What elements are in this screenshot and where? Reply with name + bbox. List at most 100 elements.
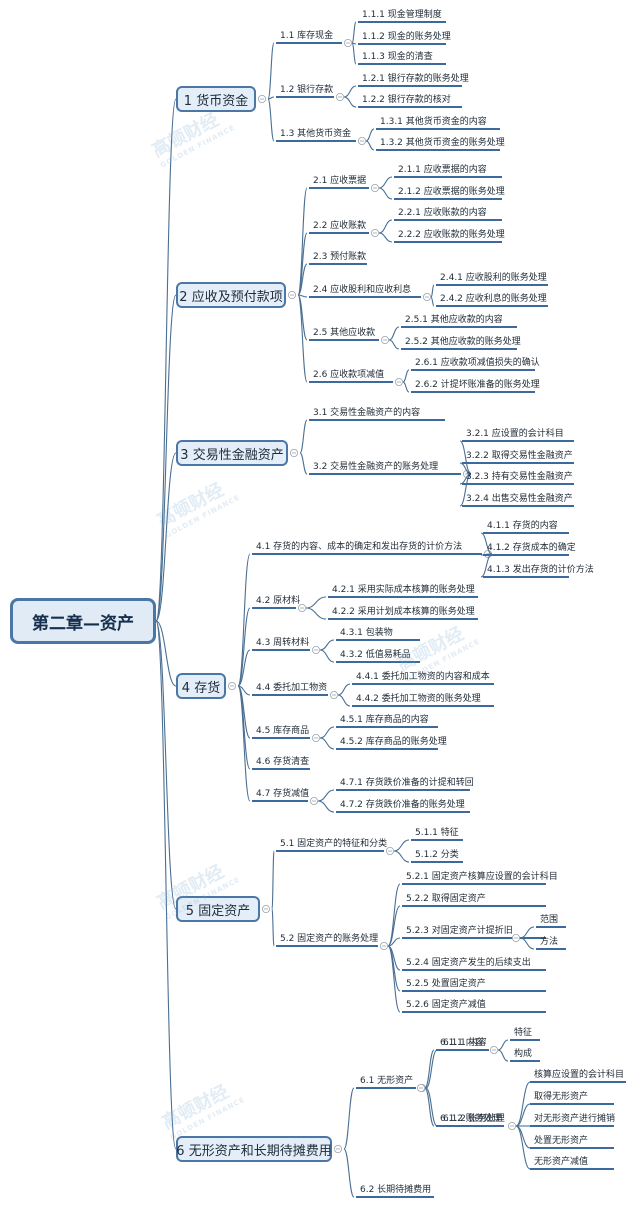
subtopic-node[interactable]: 2.5.1 其他应收款的内容 [405,315,503,325]
topic-node[interactable]: 5.2 固定资产的账务处理 [280,934,379,944]
connector-curve [387,883,401,947]
subtopic-node[interactable]: 3.2.3 持有交易性金融资产 [466,472,573,482]
leaf-node[interactable]: 对无形资产进行摊销 [534,1114,616,1124]
section-node[interactable]: 5 固定资产 [176,896,260,922]
topic-node[interactable]: 2.6 应收款项减值 [313,370,385,380]
connector-curve [267,98,275,142]
connector-curve [155,452,177,622]
subtopic-node[interactable]: 1.1.3 现金的清查 [362,52,433,62]
topic-node[interactable]: 6.1 无形资产 [360,1076,414,1086]
section-node[interactable]: 4 存货 [176,673,226,699]
subtopic-node[interactable]: 5.1.2 分类 [415,850,459,860]
topic-node[interactable]: 4.6 存货清查 [256,757,310,767]
connector-curve [343,1148,355,1198]
subtopic-node[interactable]: 6.1.2 账务处理 [443,1114,505,1124]
subtopic-node[interactable]: 5.2.4 固定资产发生的后续支出 [406,958,531,968]
subtopic-node[interactable]: 5.1.1 特征 [415,828,459,838]
subtopic-node[interactable]: 4.2.1 采用实际成本核算的账务处理 [332,585,475,595]
leaf-node[interactable]: 取得无形资产 [534,1092,589,1102]
section-node[interactable]: 2 应收及预付款项 [176,282,286,308]
subtopic-node[interactable]: 6.1.1 内容 [443,1038,487,1048]
section-node[interactable]: 3 交易性金融资产 [176,440,288,466]
connector-curve [519,937,535,950]
connector-curve [480,532,493,555]
section-node[interactable]: 1 货币资金 [176,86,256,112]
topic-node[interactable]: 4.5 库存商品 [256,726,310,736]
subtopic-node[interactable]: 2.5.2 其他应收款的账务处理 [405,337,521,347]
topic-node[interactable]: 4.4 委托加工物资 [256,683,328,693]
subtopic-node[interactable]: 4.1.3 发出存货的计价方法 [487,565,594,575]
subtopic-node[interactable]: 4.3.2 低值易耗品 [340,650,411,660]
section-node[interactable]: 6 无形资产和长期待摊费用 [176,1136,332,1162]
topic-node[interactable]: 3.2 交易性金融资产的账务处理 [313,462,439,472]
connector-curve [515,1103,531,1127]
topic-node[interactable]: 2.3 预付账款 [313,252,367,262]
connector-curve [430,296,435,307]
subtopic-node[interactable]: 4.1.1 存货的内容 [487,521,558,531]
subtopic-node[interactable]: 6.1.2 账务处理 [440,1114,502,1124]
subtopic-node[interactable]: 1.3.1 其他货币资金的内容 [380,117,487,127]
topic-node[interactable]: 4.3 周转材料 [256,638,310,648]
subtopic-node[interactable]: 1.3.2 其他货币资金的账务处理 [380,138,505,148]
subtopic-node[interactable]: 4.1.2 存货成本的确定 [487,543,576,553]
connector-curve [388,339,400,350]
subtopic-node[interactable]: 5.2.2 取得固定资产 [406,894,486,904]
leaf-node[interactable]: 范围 [540,915,559,925]
subtopic-node[interactable]: 5.2.5 处置固定资产 [406,979,486,989]
leaf-node[interactable]: 核算应设置的会计科目 [534,1070,625,1080]
topic-node[interactable]: 4.2 原材料 [256,596,301,606]
topic-node[interactable]: 1.1 库存现金 [280,31,334,41]
topic-node[interactable]: 3.1 交易性金融资产的内容 [313,408,421,418]
subtopic-node[interactable]: 2.2.2 应收账款的账务处理 [398,230,505,240]
subtopic-node[interactable]: 5.2.1 固定资产核算应设置的会计科目 [406,872,558,882]
subtopic-node[interactable]: 4.2.2 采用计划成本核算的账务处理 [332,607,475,617]
subtopic-node[interactable]: 4.4.1 委托加工物资的内容和成本 [356,672,490,682]
subtopic-node[interactable]: 4.4.2 委托加工物资的账务处理 [356,694,481,704]
subtopic-node[interactable]: 3.2.1 应设置的会计科目 [466,429,564,439]
subtopic-node[interactable]: 3.2.2 取得交易性金融资产 [466,451,573,461]
subtopic-node[interactable]: 4.3.1 包装物 [340,628,393,638]
subtopic-node[interactable]: 4.7.1 存货跌价准备的计提和转回 [340,778,474,788]
subtopic-node[interactable]: 1.2.1 银行存款的账务处理 [362,74,469,84]
subtopic-node[interactable]: 1.2.2 银行存款的核对 [362,95,451,105]
subtopic-node[interactable]: 6.1.1 内容 [440,1038,484,1048]
leaf-node[interactable]: 方法 [540,937,559,947]
connector-curve [515,1081,531,1127]
topic-node[interactable]: 5.1 固定资产的特征和分类 [280,839,388,849]
topic-node[interactable]: 4.7 存货减值 [256,789,310,799]
topic-node[interactable]: 6.2 长期待摊费用 [360,1185,432,1195]
topic-node[interactable]: 2.2 应收账款 [313,221,367,231]
subtopic-node[interactable]: 5.2.6 固定资产减值 [406,1000,486,1010]
subtopic-node[interactable]: 2.6.2 计提坏账准备的账务处理 [415,380,540,390]
subtopic-node[interactable]: 2.1.2 应收票据的账务处理 [398,187,505,197]
topic-node[interactable]: 2.5 其他应收款 [313,328,376,338]
leaf-node[interactable]: 构成 [514,1049,533,1059]
subtopic-node[interactable]: 2.4.1 应收股利的账务处理 [440,273,547,283]
topic-node[interactable]: 1.3 其他货币资金 [280,129,352,139]
connector-curve [267,96,275,100]
subtopic-node[interactable]: 1.1.1 现金管理制度 [362,10,442,20]
leaf-node[interactable]: 处置无形资产 [534,1136,589,1146]
topic-node[interactable]: 2.4 应收股利和应收利息 [313,285,412,295]
topic-node[interactable]: 1.2 银行存款 [280,85,334,95]
subtopic-node[interactable]: 1.1.2 现金的账务处理 [362,32,451,42]
subtopic-node[interactable]: 4.7.2 存货跌价准备的账务处理 [340,800,465,810]
subtopic-node[interactable]: 2.1.1 应收票据的内容 [398,165,487,175]
connector-curve [271,850,275,910]
leaf-node[interactable]: 无形资产减值 [534,1157,589,1167]
subtopic-node[interactable]: 4.5.1 库存商品的内容 [340,715,429,725]
subtopic-node[interactable]: 2.4.2 应收利息的账务处理 [440,294,547,304]
subtopic-node[interactable]: 2.6.1 应收款项减值损失的确认 [415,358,540,368]
root-node[interactable]: 第二章—资产 [10,598,156,644]
subtopic-node[interactable]: 5.2.3 对固定资产计提折旧 [406,926,513,936]
leaf-node[interactable]: 特征 [514,1028,533,1038]
topic-node[interactable]: 4.1 存货的内容、成本的确定和发出存货的计价方法 [256,542,463,552]
topic-node[interactable]: 2.1 应收票据 [313,176,367,186]
connector-curve [402,381,410,393]
subtopic-node[interactable]: 2.2.1 应收账款的内容 [398,208,487,218]
connector-curve [519,926,535,939]
subtopic-node[interactable]: 4.5.2 库存商品的账务处理 [340,737,447,747]
subtopic-node[interactable]: 3.2.4 出售交易性金融资产 [466,494,573,504]
connector-curve [319,649,335,663]
